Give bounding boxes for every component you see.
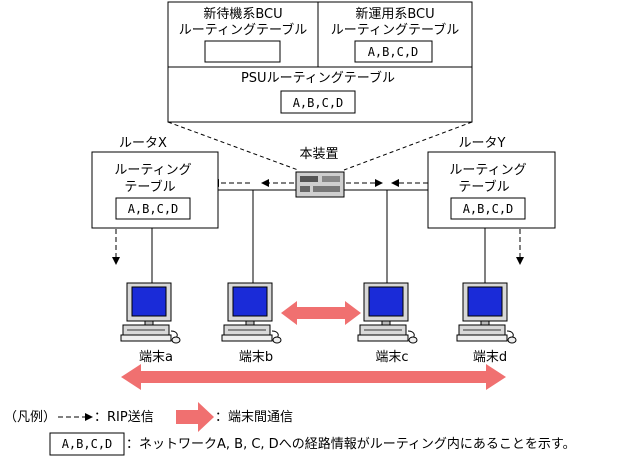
terminal-b-icon (221, 282, 282, 344)
psu-table-value: A,B,C,D (293, 96, 344, 110)
zoom-line-left (167, 121, 299, 171)
router-x-title: ルーティング (114, 163, 191, 178)
legend-comm-arrow (176, 402, 214, 432)
router-y-name: ルータY (459, 136, 506, 151)
psu-table-box (280, 90, 356, 114)
psu-title: PSUルーティングテーブル (241, 70, 395, 86)
terminal-a-icon (120, 282, 181, 344)
router-y-table-value: A,B,C,D (463, 202, 514, 216)
device-label: 本装置 (299, 147, 338, 162)
standby-bcu-subtitle: ルーティングテーブル (179, 22, 307, 38)
router-x-name: ルータX (119, 136, 167, 151)
terminal-b-label: 端末b (239, 350, 273, 365)
legend-table-value: A,B,C,D (62, 437, 113, 451)
terminal-c-label: 端末c (375, 350, 408, 365)
device-icon (295, 171, 345, 198)
comm-arrow-a-d (121, 364, 506, 390)
zoom-line-right (343, 121, 473, 171)
standby-bcu-title: 新待機系BCU (203, 6, 282, 22)
active-bcu-table-box (354, 40, 433, 63)
router-y-table-box (450, 197, 526, 220)
legend-comm-label: ：端末間通信 (215, 410, 293, 425)
legend-prefix: （凡例） (4, 410, 56, 425)
standby-bcu-table-box (204, 40, 281, 63)
terminal-d-icon (456, 282, 517, 344)
router-x-table-box (115, 197, 191, 220)
active-bcu-title: 新運用系BCU (355, 6, 434, 22)
legend-rip-label: ：RIP送信 (94, 410, 154, 425)
router-x-subtitle: テーブル (124, 179, 175, 195)
active-bcu-table-value: A,B,C,D (368, 45, 419, 59)
terminal-c-icon (357, 282, 418, 344)
comm-arrow-b-c (281, 301, 361, 325)
terminal-d-label: 端末d (473, 350, 507, 365)
router-y-subtitle: テーブル (458, 179, 509, 195)
legend-table-desc: ：ネットワークA, B, C, Dへの経路情報がルーティング内にあることを示す。 (126, 436, 576, 452)
terminal-a-label: 端末a (139, 350, 173, 365)
router-y-title: ルーティング (449, 163, 526, 178)
legend-table-box (49, 432, 125, 456)
router-x-table-value: A,B,C,D (128, 202, 179, 216)
active-bcu-subtitle: ルーティングテーブル (331, 22, 459, 38)
